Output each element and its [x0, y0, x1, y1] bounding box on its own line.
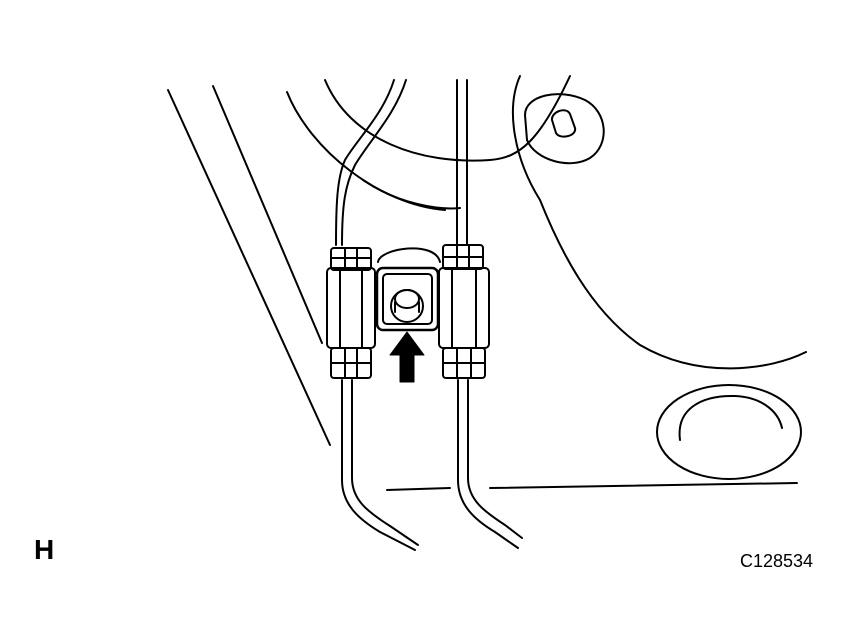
brake-tube-left — [335, 79, 419, 551]
clamp-bolt — [375, 266, 440, 332]
mounting-hole-lower — [656, 384, 802, 480]
view-letter-label: H — [34, 534, 55, 565]
flare-nut-left — [326, 247, 376, 379]
body-panel-outline — [286, 75, 807, 491]
figure-code-label: C128534 — [740, 551, 814, 571]
frame-member — [167, 85, 331, 446]
flare-nut-right — [438, 244, 490, 379]
brake-tube-right — [456, 79, 523, 549]
up-arrow-icon — [389, 331, 425, 383]
clamp-bracket-outline — [377, 247, 441, 263]
mounting-hole-upper — [524, 93, 605, 165]
